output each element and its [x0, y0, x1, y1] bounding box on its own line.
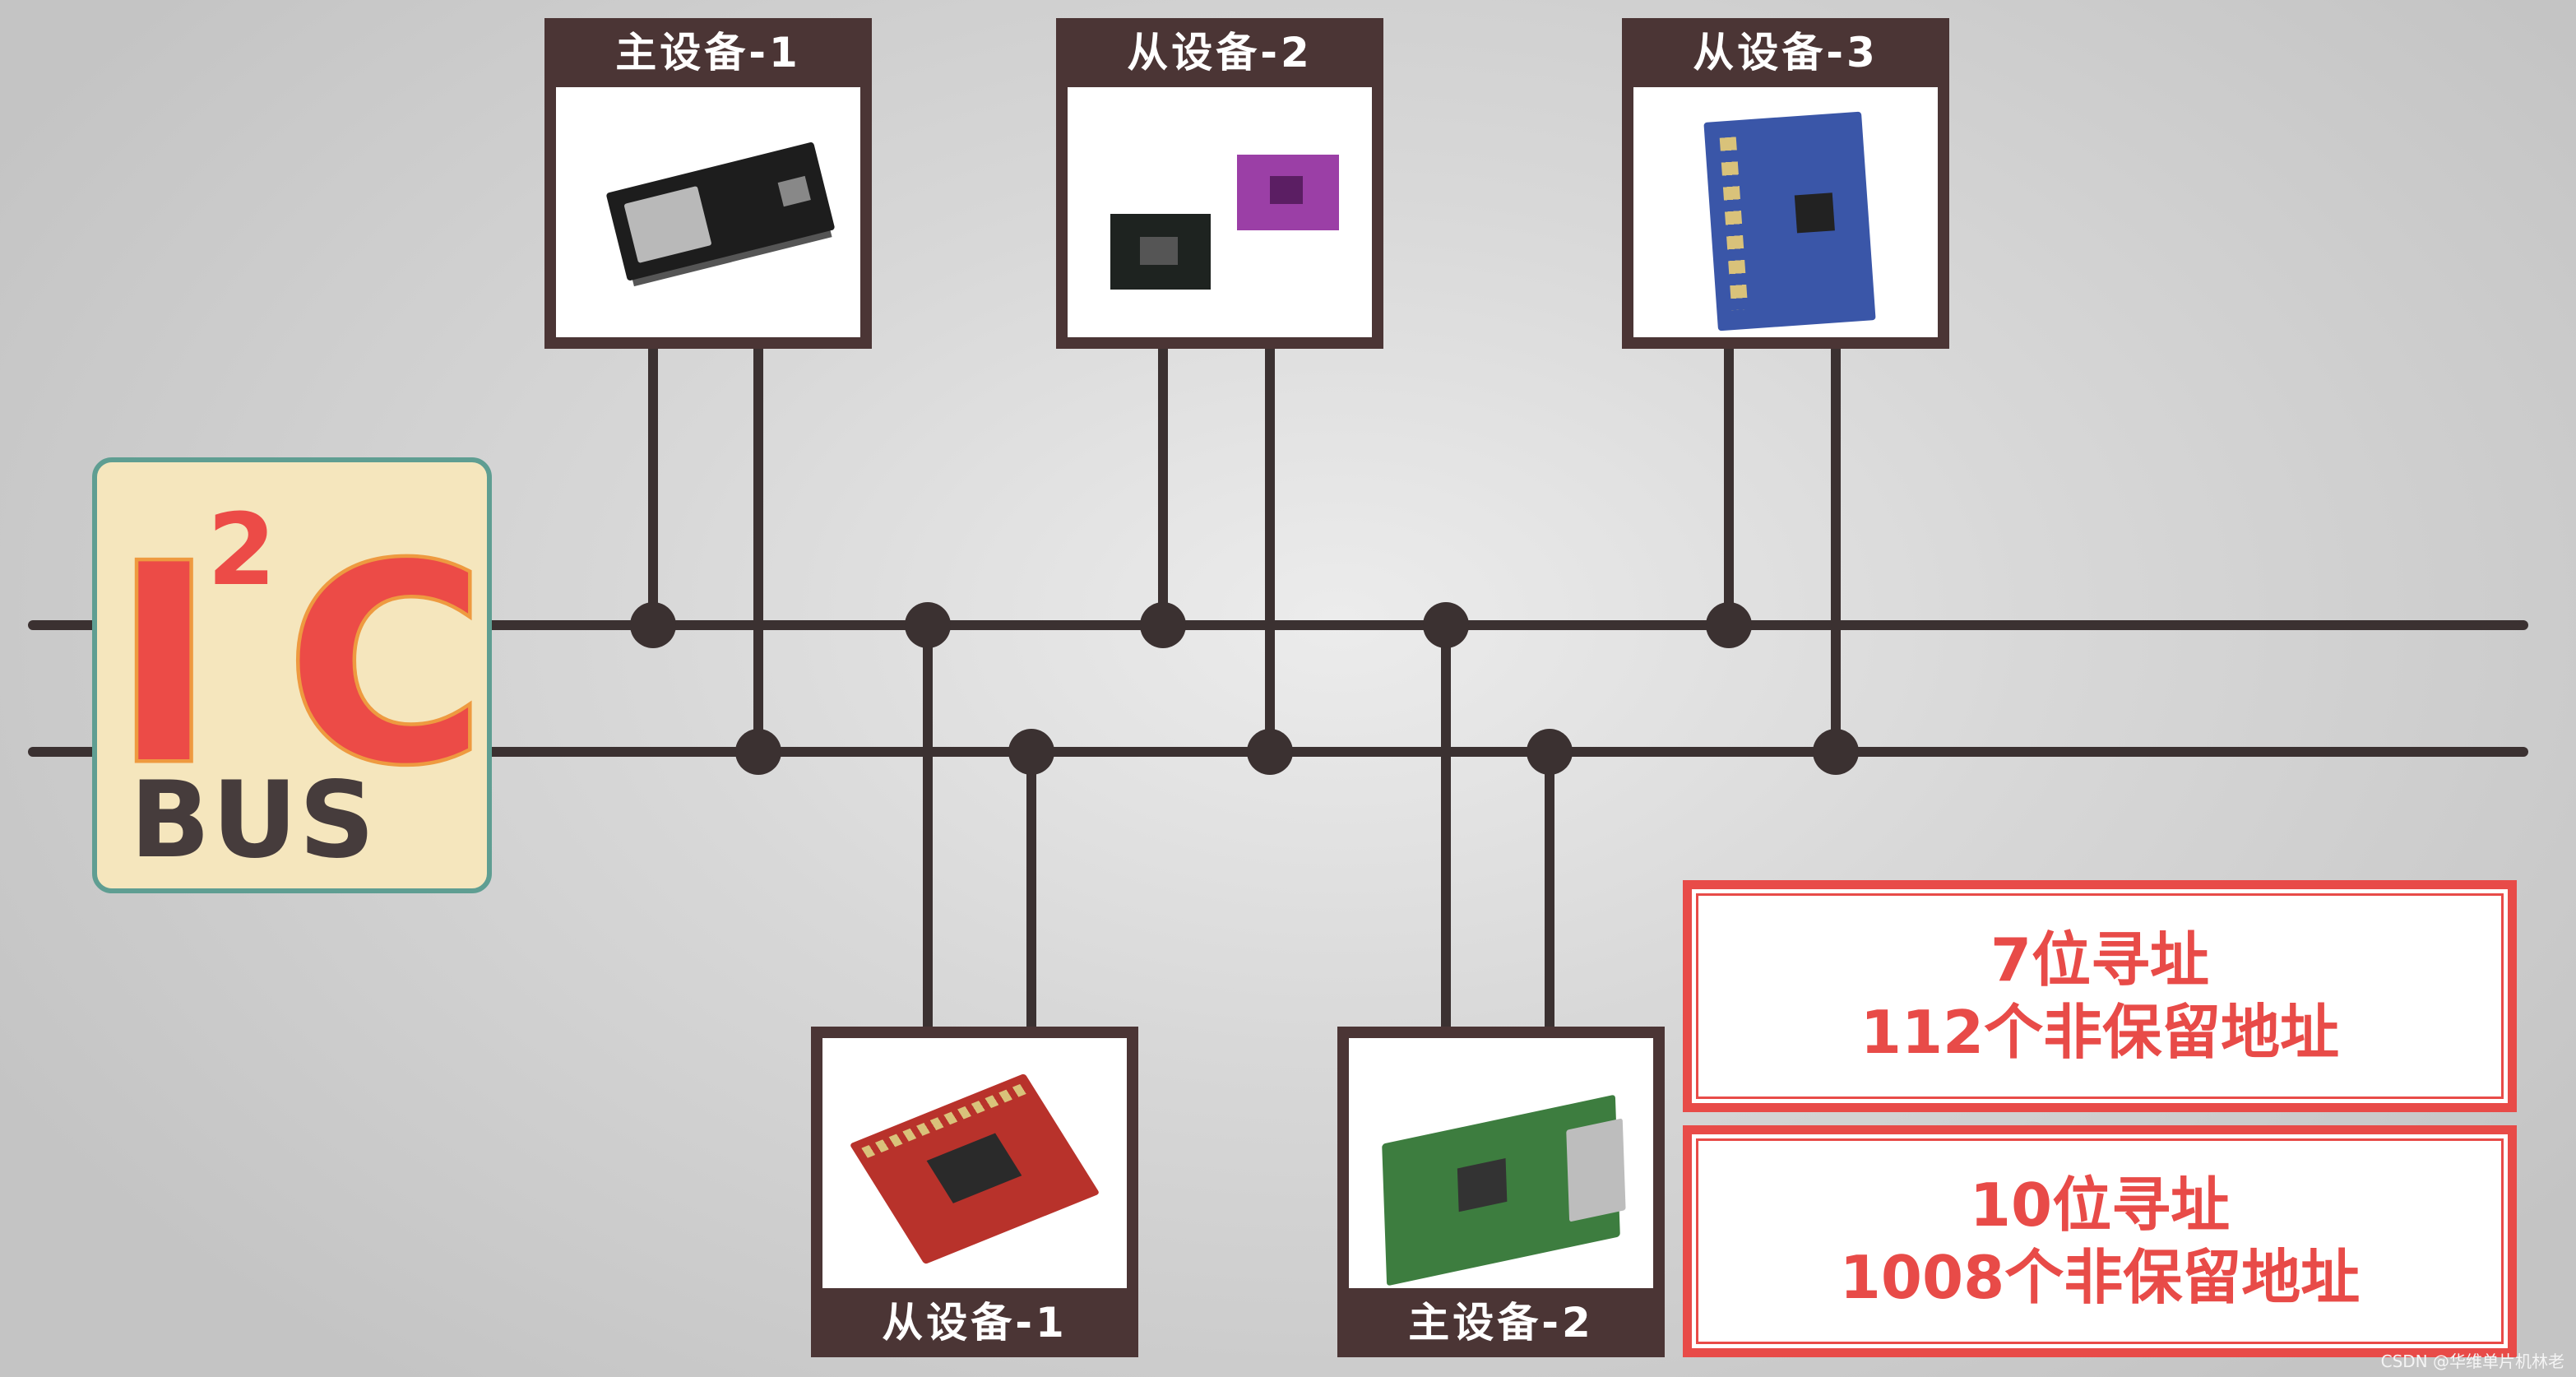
junction-dot: [630, 602, 676, 648]
breakout-board-image: [847, 1063, 1102, 1277]
esp32-board-image: [581, 109, 836, 322]
junction-dot: [735, 729, 781, 775]
device-title: 从设备-2: [1056, 18, 1383, 87]
address-count: 112个非保留地址: [1860, 998, 2340, 1067]
device-card-master-2: 主设备-2: [1337, 1027, 1665, 1357]
addressing-10bit-box: 10位寻址 1008个非保留地址: [1683, 1125, 2517, 1357]
sensor-modules-image: [1092, 109, 1347, 322]
junction-dot: [905, 602, 951, 648]
junction-dot: [1140, 602, 1186, 648]
junction-dot: [1527, 729, 1573, 775]
device-title: 从设备-1: [811, 1288, 1138, 1357]
device-title: 主设备-1: [544, 18, 872, 87]
addressing-7bit-box: 7位寻址 112个非保留地址: [1683, 880, 2517, 1112]
junction-dot: [1008, 729, 1054, 775]
logo-letter-c: C: [282, 508, 489, 823]
address-count: 1008个非保留地址: [1839, 1243, 2361, 1312]
raspberry-pi-image: [1374, 1063, 1629, 1287]
junction-dot: [1706, 602, 1752, 648]
device-card-slave-1: 从设备-1: [811, 1027, 1138, 1357]
addressing-mode: 7位寻址: [1990, 925, 2210, 994]
junction-dot: [1423, 602, 1469, 648]
logo-superscript-2: 2: [207, 494, 276, 608]
gyro-module-image: [1658, 109, 1913, 332]
device-title: 从设备-3: [1622, 18, 1949, 87]
i2c-bus-logo: I 2 C BUS: [92, 457, 492, 893]
device-card-slave-2: 从设备-2: [1056, 18, 1383, 349]
device-title: 主设备-2: [1337, 1288, 1665, 1357]
logo-letter-i: I: [110, 508, 219, 823]
device-card-slave-3: 从设备-3: [1622, 18, 1949, 349]
junction-dot: [1247, 729, 1293, 775]
addressing-mode: 10位寻址: [1969, 1171, 2231, 1240]
watermark: CSDN @华维单片机林老: [2380, 1352, 2564, 1371]
logo-bus-text: BUS: [130, 759, 377, 882]
junction-dot: [1813, 729, 1859, 775]
device-card-master-1: 主设备-1: [544, 18, 872, 349]
